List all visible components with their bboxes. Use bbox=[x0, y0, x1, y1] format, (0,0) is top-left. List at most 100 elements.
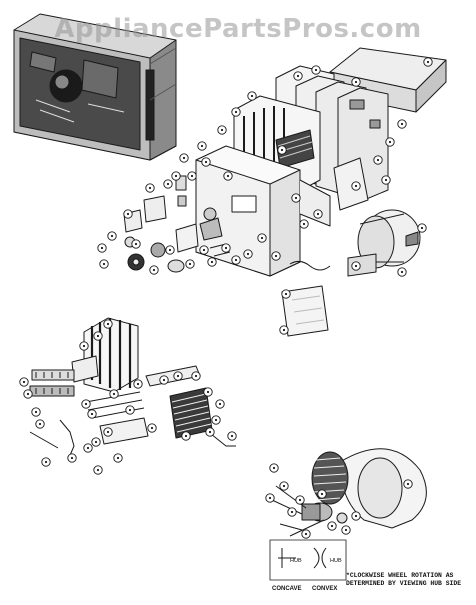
callout-marker-dot bbox=[376, 158, 380, 162]
hub-concave-caption: CONCAVE bbox=[272, 586, 302, 592]
callout-marker-dot bbox=[210, 260, 214, 264]
callout-marker-dot bbox=[200, 144, 204, 148]
callout-marker-dot bbox=[206, 390, 210, 394]
blower-wheel bbox=[347, 209, 421, 277]
callout-marker-dot bbox=[148, 186, 152, 190]
callout-marker-dot bbox=[110, 234, 114, 238]
callout-marker-dot bbox=[134, 242, 138, 246]
callout-marker-dot bbox=[294, 196, 298, 200]
callout-markers bbox=[19, 57, 433, 539]
callout-marker-dot bbox=[354, 184, 358, 188]
callout-marker-dot bbox=[226, 174, 230, 178]
furnace-cabinet-illustration bbox=[13, 13, 177, 161]
callout-marker-dot bbox=[246, 252, 250, 256]
callout-marker-dot bbox=[82, 344, 86, 348]
blower-motor bbox=[271, 485, 348, 537]
callout-marker-dot bbox=[188, 262, 192, 266]
callout-marker-dot bbox=[116, 456, 120, 460]
wheel-rotation-note-line2: DETERMINED BY VIEWING HUB SIDE bbox=[346, 580, 462, 587]
callout-marker-dot bbox=[234, 110, 238, 114]
callout-marker-dot bbox=[102, 262, 106, 266]
callout-marker-dot bbox=[250, 94, 254, 98]
callout-marker-dot bbox=[330, 524, 334, 528]
callout-marker-dot bbox=[184, 434, 188, 438]
wheel-rotation-note: *CLOCKWISE WHEEL ROTATION AS DETERMINED … bbox=[346, 572, 474, 588]
callout-marker-dot bbox=[260, 236, 264, 240]
callout-marker-dot bbox=[406, 482, 410, 486]
callout-marker-dot bbox=[384, 178, 388, 182]
callout-marker-dot bbox=[174, 174, 178, 178]
callout-marker-dot bbox=[220, 128, 224, 132]
callout-marker-dot bbox=[420, 226, 424, 230]
callout-marker-dot bbox=[128, 408, 132, 412]
callout-marker-dot bbox=[90, 412, 94, 416]
hub-convex-caption: CONVEX bbox=[312, 586, 337, 592]
hub-labels: HUB HUB CONCAVE CONVEX bbox=[272, 558, 342, 592]
callout-marker-dot bbox=[302, 222, 306, 226]
callout-marker-dot bbox=[162, 378, 166, 382]
callout-marker-dot bbox=[126, 212, 130, 216]
callout-marker-dot bbox=[112, 392, 116, 396]
callout-marker-dot bbox=[166, 182, 170, 186]
callout-marker-dot bbox=[96, 468, 100, 472]
callout-marker-dot bbox=[84, 402, 88, 406]
callout-marker-dot bbox=[86, 446, 90, 450]
callout-marker-dot bbox=[96, 334, 100, 338]
callout-marker-dot bbox=[274, 254, 278, 258]
blower-housing bbox=[339, 448, 427, 529]
callout-marker-dot bbox=[202, 248, 206, 252]
callout-marker-dot bbox=[22, 380, 26, 384]
callout-marker-dot bbox=[280, 148, 284, 152]
callout-marker-dot bbox=[208, 430, 212, 434]
callout-marker-dot bbox=[282, 484, 286, 488]
inducer-grille bbox=[169, 387, 236, 447]
callout-marker-dot bbox=[94, 440, 98, 444]
hub-left-label: HUB bbox=[290, 558, 302, 564]
flex-tube bbox=[289, 260, 331, 271]
callout-marker-dot bbox=[290, 510, 294, 514]
hub-right-label: HUB bbox=[330, 558, 342, 564]
control-small-parts bbox=[123, 175, 231, 273]
lower-heat-exchanger bbox=[71, 317, 139, 393]
callout-marker-dot bbox=[190, 174, 194, 178]
burner-row bbox=[29, 369, 75, 397]
callout-marker-dot bbox=[224, 246, 228, 250]
callout-marker-dot bbox=[106, 322, 110, 326]
callout-marker-dot bbox=[284, 292, 288, 296]
callout-marker-dot bbox=[150, 426, 154, 430]
callout-marker-dot bbox=[26, 392, 30, 396]
callout-marker-dot bbox=[400, 122, 404, 126]
callout-marker-dot bbox=[314, 68, 318, 72]
callout-marker-dot bbox=[230, 434, 234, 438]
callout-marker-dot bbox=[426, 60, 430, 64]
wheel-rotation-note-line1: *CLOCKWISE WHEEL ROTATION AS bbox=[346, 572, 454, 579]
callout-marker-dot bbox=[282, 328, 286, 332]
callout-marker-dot bbox=[316, 212, 320, 216]
callout-marker-dot bbox=[296, 74, 300, 78]
callout-marker-dot bbox=[218, 402, 222, 406]
callout-marker-dot bbox=[354, 80, 358, 84]
callout-marker-dot bbox=[298, 498, 302, 502]
callout-marker-dot bbox=[234, 258, 238, 262]
callout-marker-dot bbox=[152, 268, 156, 272]
callout-marker-dot bbox=[44, 460, 48, 464]
callout-marker-dot bbox=[100, 246, 104, 250]
callout-marker-dot bbox=[168, 248, 172, 252]
callout-marker-dot bbox=[344, 528, 348, 532]
filter-panel-lower bbox=[281, 285, 329, 337]
callout-marker-dot bbox=[400, 270, 404, 274]
callout-marker-dot bbox=[354, 514, 358, 518]
callout-marker-dot bbox=[268, 496, 272, 500]
callout-marker-dot bbox=[38, 422, 42, 426]
blower-wheel-cage bbox=[311, 451, 349, 505]
callout-marker-dot bbox=[106, 430, 110, 434]
callout-marker-dot bbox=[194, 374, 198, 378]
callout-marker-dot bbox=[176, 374, 180, 378]
callout-marker-dot bbox=[70, 456, 74, 460]
filter-panel-upper bbox=[333, 157, 369, 211]
callout-marker-dot bbox=[136, 382, 140, 386]
hub-orientation-diagram bbox=[269, 539, 347, 581]
callout-marker-dot bbox=[204, 160, 208, 164]
